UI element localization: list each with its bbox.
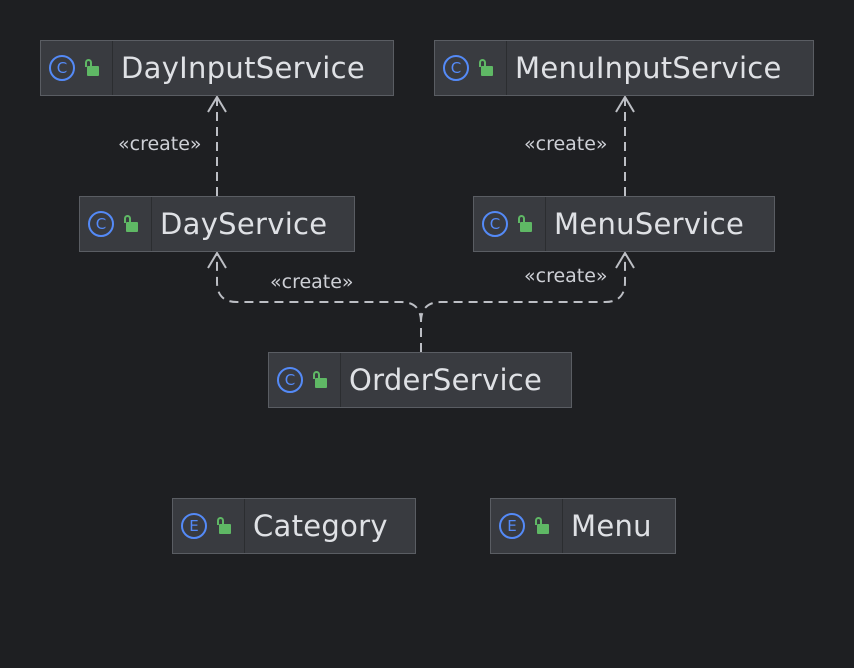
enum-icon: E bbox=[181, 513, 207, 539]
class-icon: C bbox=[277, 367, 303, 393]
public-lock-icon bbox=[517, 215, 533, 233]
class-icon: C bbox=[88, 211, 114, 237]
node-menu[interactable]: E Menu bbox=[490, 498, 676, 554]
node-category[interactable]: E Category bbox=[172, 498, 416, 554]
public-lock-icon bbox=[123, 215, 139, 233]
edge-label-menuinput-create: «create» bbox=[524, 133, 608, 155]
edge-label-dayinput-create: «create» bbox=[118, 133, 202, 155]
edge-label-dayservice-create: «create» bbox=[270, 271, 354, 293]
node-dayservice[interactable]: C DayService bbox=[79, 196, 355, 252]
node-label: Category bbox=[253, 509, 388, 543]
class-icon: C bbox=[482, 211, 508, 237]
enum-icon: E bbox=[499, 513, 525, 539]
public-lock-icon bbox=[216, 517, 232, 535]
node-label: DayInputService bbox=[121, 51, 366, 85]
edge-orderservice-to-dayservice bbox=[216, 253, 422, 352]
node-label: MenuInputService bbox=[515, 51, 782, 85]
arrowhead-menuinputservice bbox=[615, 95, 635, 113]
node-orderservice[interactable]: C OrderService bbox=[268, 352, 572, 408]
edge-orderservice-to-menuservice bbox=[420, 253, 626, 323]
node-menuservice[interactable]: C MenuService bbox=[473, 196, 775, 252]
arrowhead-menuservice bbox=[615, 251, 635, 269]
class-icon: C bbox=[49, 55, 75, 81]
arrowhead-dayservice bbox=[207, 251, 227, 269]
node-label: OrderService bbox=[349, 363, 543, 397]
node-dayinputservice[interactable]: C DayInputService bbox=[40, 40, 394, 96]
class-icon: C bbox=[443, 55, 469, 81]
public-lock-icon bbox=[534, 517, 550, 535]
node-label: Menu bbox=[571, 509, 652, 543]
node-label: DayService bbox=[160, 207, 328, 241]
public-lock-icon bbox=[478, 59, 494, 77]
public-lock-icon bbox=[84, 59, 100, 77]
arrowhead-dayinputservice bbox=[207, 95, 227, 113]
node-menuinputservice[interactable]: C MenuInputService bbox=[434, 40, 814, 96]
public-lock-icon bbox=[312, 371, 328, 389]
edge-label-menuservice-create: «create» bbox=[524, 265, 608, 287]
node-label: MenuService bbox=[554, 207, 745, 241]
